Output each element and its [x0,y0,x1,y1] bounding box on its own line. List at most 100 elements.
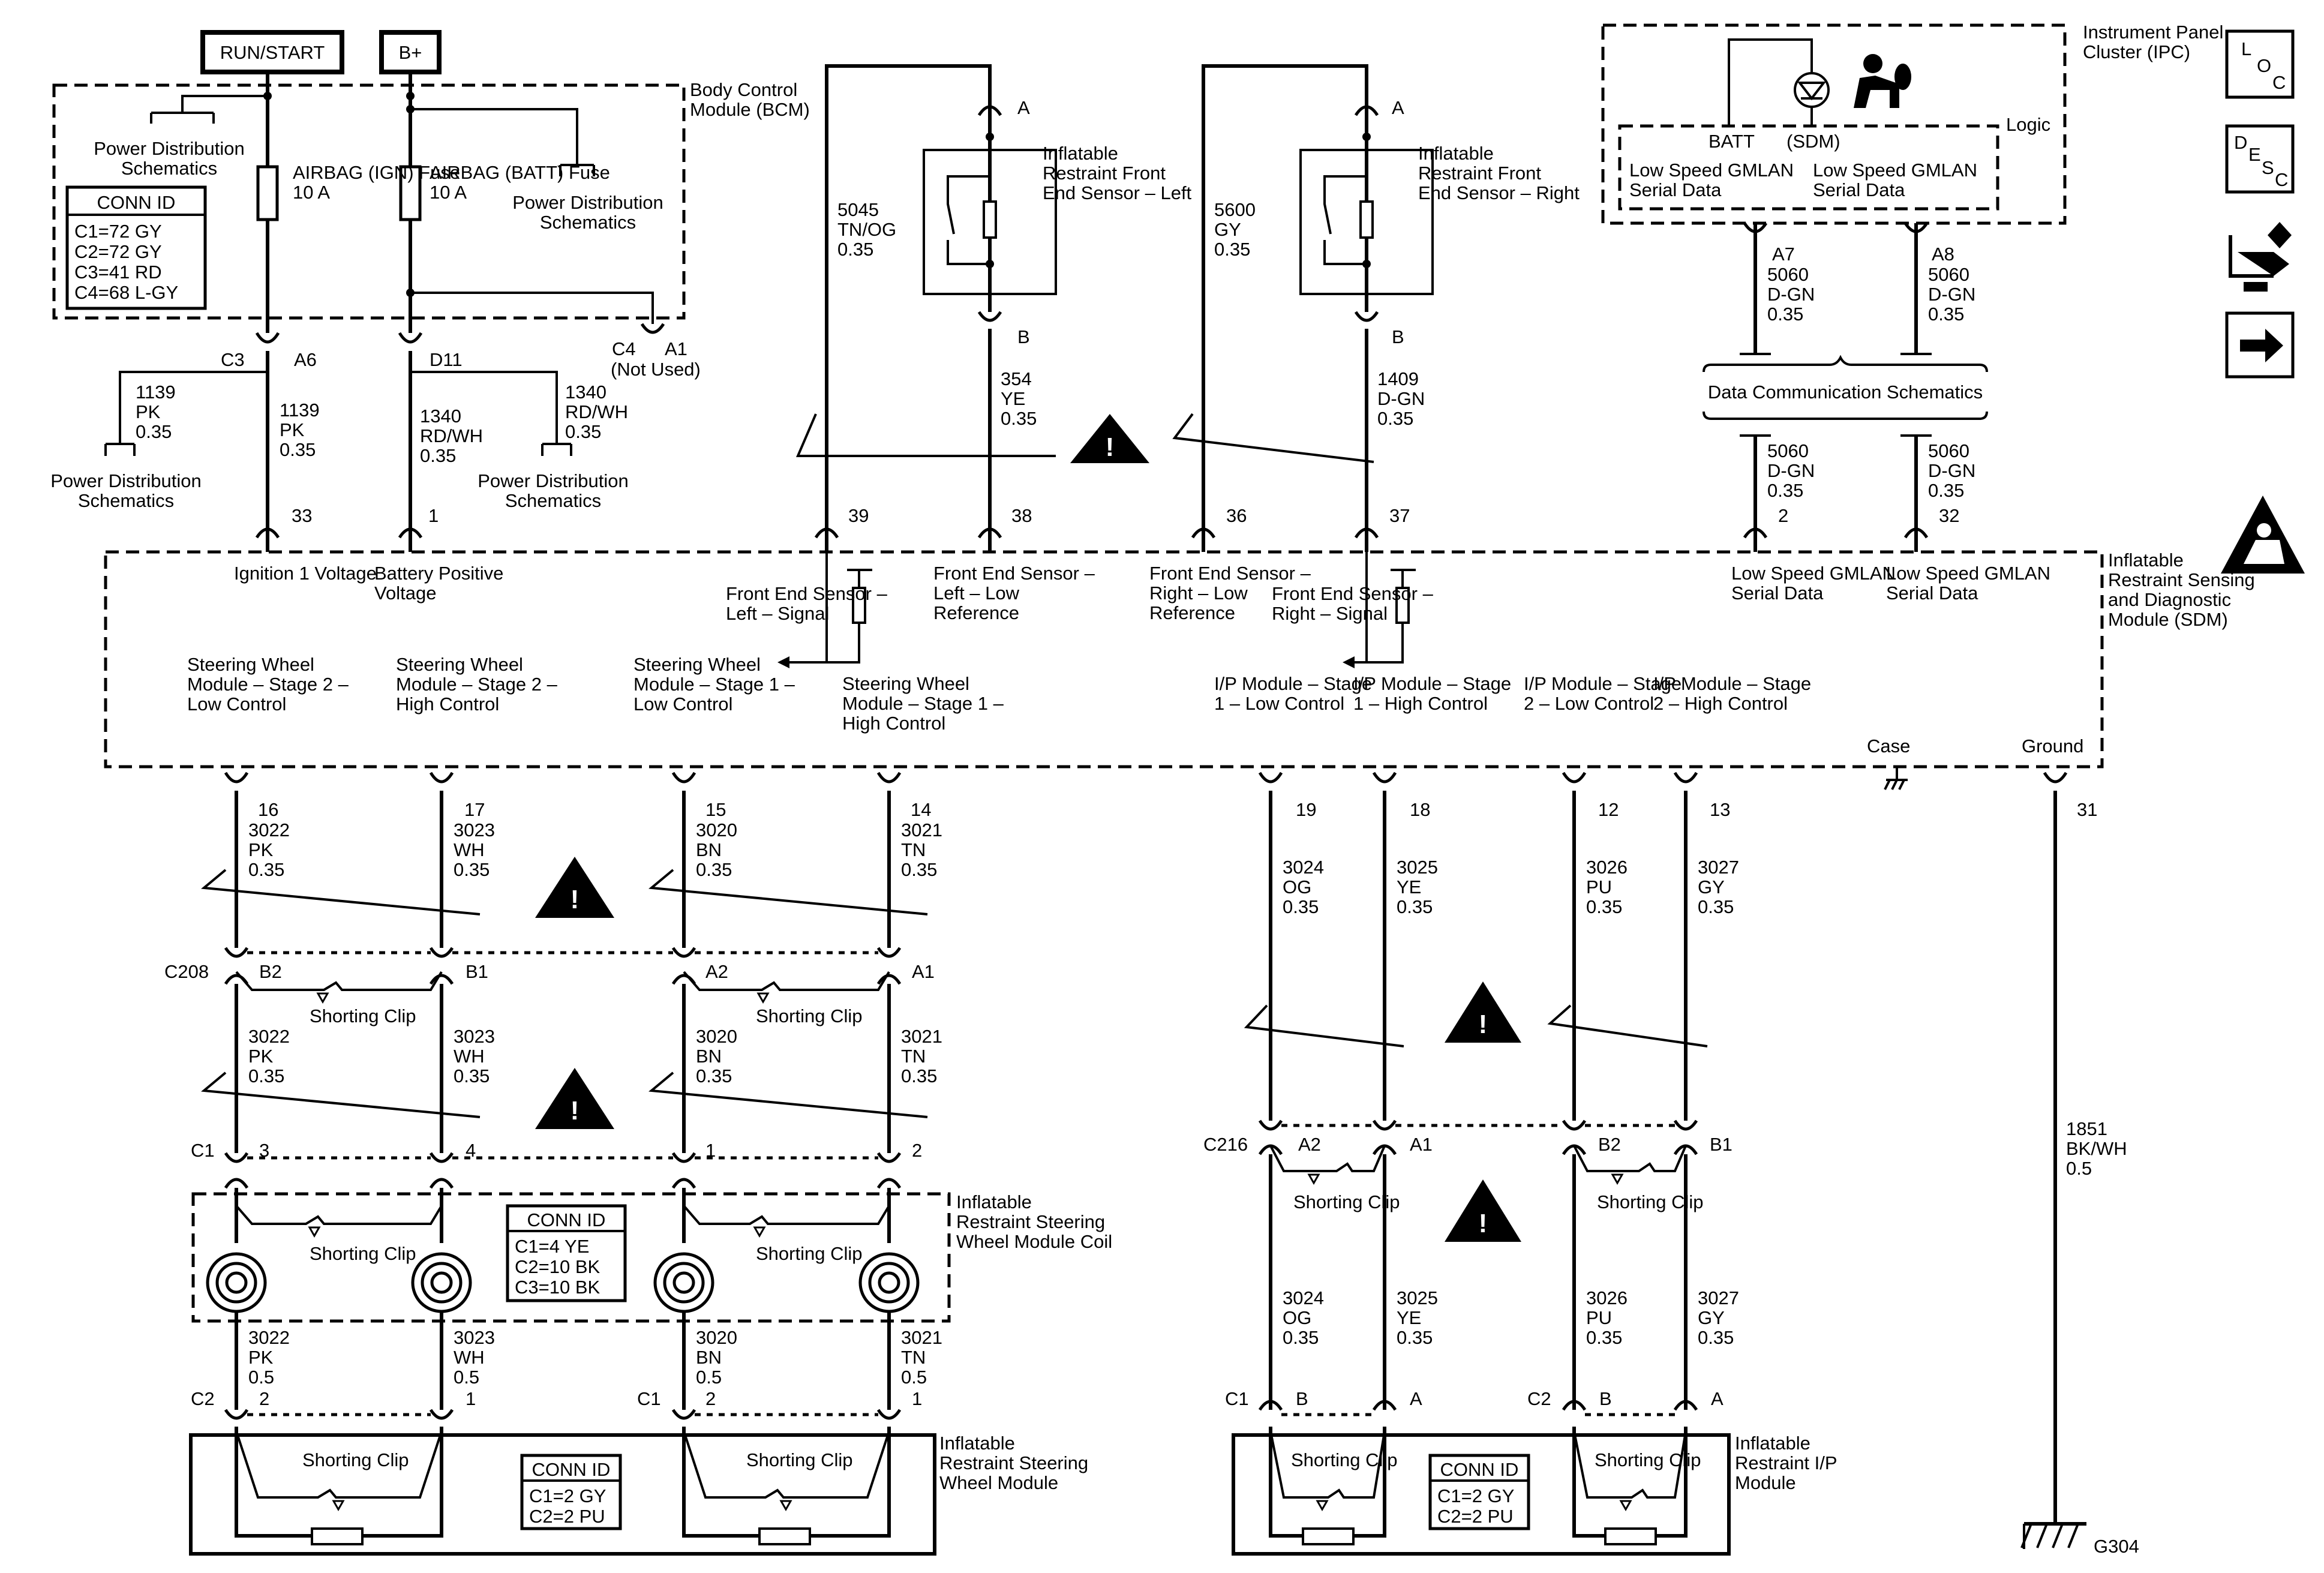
ipm-clip-left: Shorting Clip [1291,1449,1397,1470]
bcm-a6: A6 [294,349,317,370]
airbag-warning-icon: ! [1070,414,1149,463]
ipm-c2: C2 [1527,1388,1551,1409]
ip-module: C1 C2 B A B A Shorting Clip Shorting Cli… [1225,1388,1837,1556]
sdm-pin-31: 31 [2077,799,2097,820]
coil-pin-1: 1 [705,1140,716,1161]
sdm-pin-14: 14 [911,799,931,820]
swm-pin-2b: 2 [705,1388,716,1409]
squib-icon [311,1527,364,1545]
airbag-warning-icon: ! [1445,981,1521,1043]
ipm-pin-b1: B [1296,1388,1308,1409]
loc-icon[interactable]: LOC [2225,29,2295,99]
swm-pin-1b: 1 [912,1388,922,1409]
svg-text:E: E [2248,144,2261,165]
svg-text:C: C [2272,72,2286,93]
sdm-pin-16: 16 [258,799,278,820]
clockspring-coil-icon [411,1252,472,1313]
coil-pin-3: 3 [259,1140,269,1161]
svg-text:L: L [2241,38,2251,59]
svg-text:!: ! [1479,1209,1488,1238]
ground-g304: G304 [2094,1536,2139,1557]
sdm-fl-sig: Front End Sensor –Left – Signal [726,583,888,624]
ipc-a7: A7 [1772,244,1795,265]
coil-clip-right: Shorting Clip [756,1243,862,1264]
sdm-case: Case [1867,736,1910,757]
svg-text:S: S [2262,157,2274,178]
svg-text:!: ! [1479,1010,1488,1039]
bcm-a1: A1 [665,338,687,359]
b-plus-supply: B+ [379,30,442,74]
ipm-conn-title: CONN ID [1440,1459,1519,1480]
c208-clip-right: Shorting Clip [756,1005,862,1026]
bcm-c4: C4 [612,338,636,359]
sdm-bottom-pins: 16 17 15 14 19 18 12 13 31 [224,772,2097,820]
hand-arrows-icon[interactable] [2229,222,2292,292]
bcm-pin-d11 [398,332,423,344]
bcm-not-used: (Not Used) [611,359,701,380]
bcm-conn-c2: C2=72 GY [74,241,162,262]
sdm-pin-38: 38 [1011,505,1032,526]
c216-b1: B1 [1710,1134,1733,1155]
sdm-pin-13: 13 [1710,799,1730,820]
coil-conn-c3: C3=10 BK [515,1277,600,1298]
airbag-lamp-icon [1794,72,1830,108]
swm-c1: C1 [637,1388,661,1409]
c216-label: C216 [1203,1134,1248,1155]
ipc-batt: BATT [1709,131,1755,152]
arrow-right-icon[interactable] [2225,311,2295,379]
c208-label: C208 [164,961,209,982]
run-start-label: RUN/START [220,42,325,63]
fsr-pin-b: B [1392,326,1404,347]
ipc-logic: Logic [2006,114,2050,135]
ipm-conn-c1: C1=2 GY [1437,1485,1514,1506]
swm-pin-1a: 1 [466,1388,476,1409]
c216-clip-left: Shorting Clip [1293,1191,1400,1212]
coil-conn-c2: C2=10 BK [515,1256,600,1277]
swm-pin-2a: 2 [259,1388,269,1409]
fsl-pin-b: B [1017,326,1030,347]
sdm-pin-17: 17 [464,799,485,820]
ipm-pin-a1: A [1410,1388,1422,1409]
sdm-pin-32: 32 [1939,505,1959,526]
bcm-c3: C3 [221,349,245,370]
ipc-a8: A8 [1932,244,1954,265]
c208-a2: A2 [705,961,728,982]
ipm-pin-a2: A [1711,1388,1724,1409]
sdm-pin-33: 33 [292,505,312,526]
swm-conn-title: CONN ID [532,1459,611,1480]
ign-fuse-icon [256,165,279,221]
squib-icon [1604,1527,1657,1545]
sdm-pin-12: 12 [1598,799,1619,820]
airbag-warning-icon: ! [535,857,614,918]
